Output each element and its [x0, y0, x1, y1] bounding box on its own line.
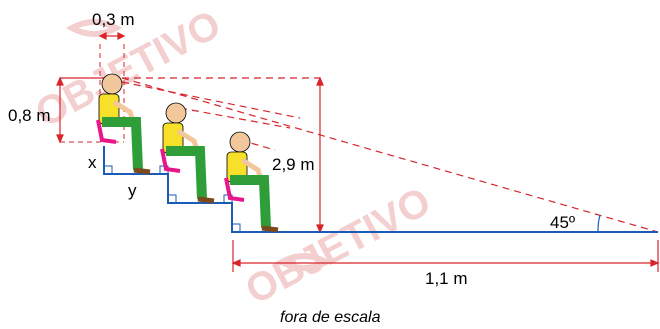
- spectator-bottom: [224, 131, 279, 233]
- seat-width-label: 0,3 m: [92, 10, 135, 29]
- right-angle-markers: [103, 165, 241, 233]
- angle-arc: [597, 214, 601, 233]
- spectator-middle: [160, 102, 215, 204]
- total-height-label: 2,9 m: [272, 155, 315, 174]
- caption: fora de escala: [280, 309, 381, 326]
- spectator-top: [96, 73, 151, 175]
- person-height-label: 0,8 m: [8, 106, 51, 125]
- width-arrow: [98, 32, 126, 40]
- horizontal-distance-arrow: [231, 240, 660, 272]
- total-height-arrow: [316, 76, 324, 234]
- angle-label: 45º: [550, 213, 575, 232]
- horizontal-distance-label: 1,1 m: [425, 269, 468, 288]
- y-label: y: [128, 181, 137, 200]
- watermark-logo-top: [65, 19, 123, 37]
- x-label: x: [88, 153, 97, 172]
- watermark-logo-bottom: [275, 253, 333, 271]
